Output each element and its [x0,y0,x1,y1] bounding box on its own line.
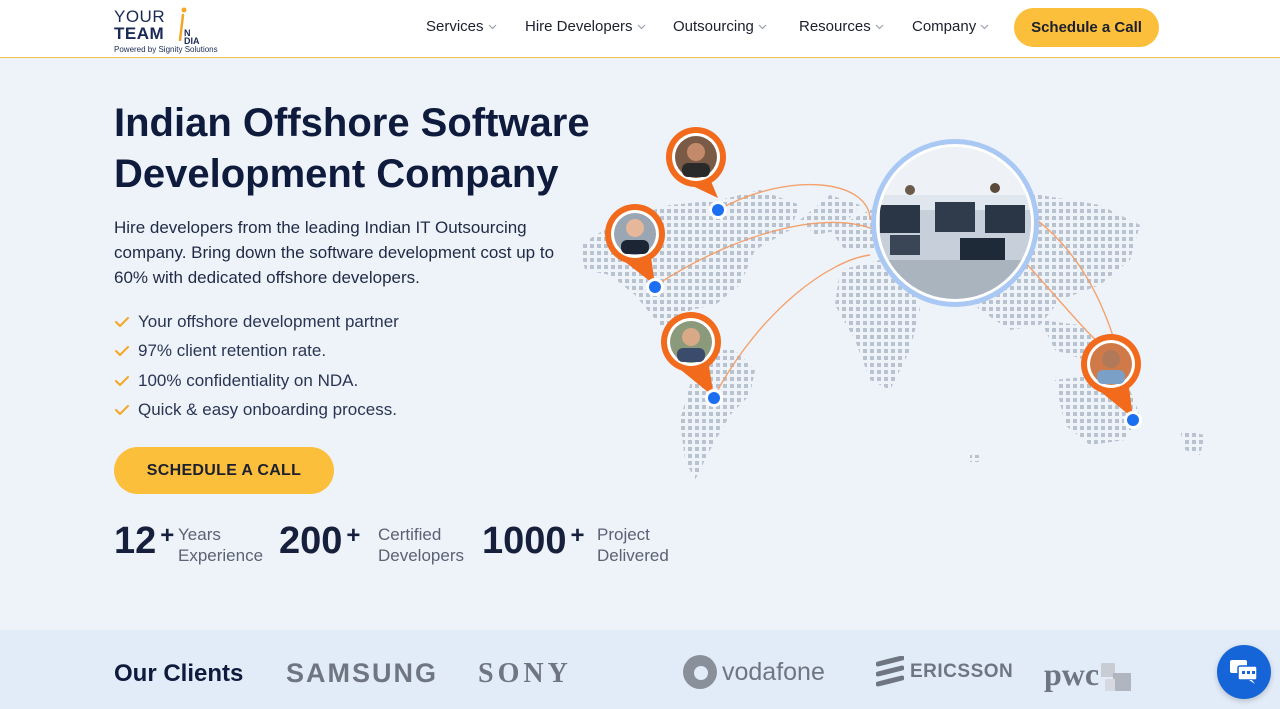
hero-title: Indian Offshore Software Development Com… [114,101,590,196]
checkmark-icon [115,316,129,327]
developer-pin [661,312,721,397]
developer-pin [666,127,726,198]
nav-company[interactable]: Company [912,18,989,35]
chat-widget-button[interactable] [1217,645,1271,699]
pwc-blocks-icon [1101,663,1132,691]
vodafone-speechmark-icon [683,655,717,689]
clients-section: Our Clients SAMSUNG SONY vodafone ERICSS… [0,630,1280,709]
client-logo-sony: SONY [478,658,572,689]
chevron-down-icon [758,24,767,29]
chevron-down-icon [488,24,496,29]
stat-years-number: 12+ [114,520,175,562]
clients-title: Our Clients [114,660,244,687]
logo-team: TEAM [114,24,165,43]
chevron-down-icon [637,24,645,29]
schedule-call-hero-button[interactable]: SCHEDULE A CALL [114,447,334,494]
feature-item: Your offshore development partner [114,307,399,337]
feature-item: 100% confidentiality on NDA. [114,366,399,396]
logo-your: YOUR [114,7,166,26]
logo-powered-by: Powered by Signity Solutions [114,45,218,54]
client-logo-pwc: pwc [1044,656,1133,693]
hero-subtitle: Hire developers from the leading Indian … [114,218,555,287]
logo-ndia: N DIA [184,28,200,46]
schedule-call-header-button[interactable]: Schedule a Call [1014,8,1159,47]
feature-item: 97% client retention rate. [114,337,399,367]
site-logo[interactable]: YOUR TEAM N DIA Powered by Signity Solut… [114,5,224,55]
client-logo-samsung: SAMSUNG [286,658,439,688]
client-logo-vodafone: vodafone [682,654,825,690]
stat-developers-number: 200+ [279,520,361,562]
checkmark-icon [115,375,129,386]
client-logo-ericsson: ERICSSON [876,656,1013,688]
feature-item: Quick & easy onboarding process. [114,396,399,426]
nav-outsourcing[interactable]: Outsourcing [673,18,767,35]
location-dots [646,201,1142,429]
nav-hire-developers[interactable]: Hire Developers [525,18,646,35]
chat-bubble-icon [1230,660,1258,684]
world-map-illustration [580,127,1205,480]
chevron-down-icon [875,24,884,29]
chevron-down-icon [980,24,989,29]
nav-resources[interactable]: Resources [799,18,884,35]
logo-i-mark-icon [178,7,187,41]
ericsson-mark-icon [876,656,904,687]
developer-pin [605,204,665,285]
site-header: YOUR TEAM N DIA Powered by Signity Solut… [0,0,1280,58]
checkmark-icon [115,405,129,416]
stat-projects-number: 1000+ [482,520,585,562]
feature-list: Your offshore development partner 97% cl… [114,307,399,425]
nav-services[interactable]: Services [426,18,497,35]
checkmark-icon [115,346,129,357]
developer-pin [1081,334,1141,418]
